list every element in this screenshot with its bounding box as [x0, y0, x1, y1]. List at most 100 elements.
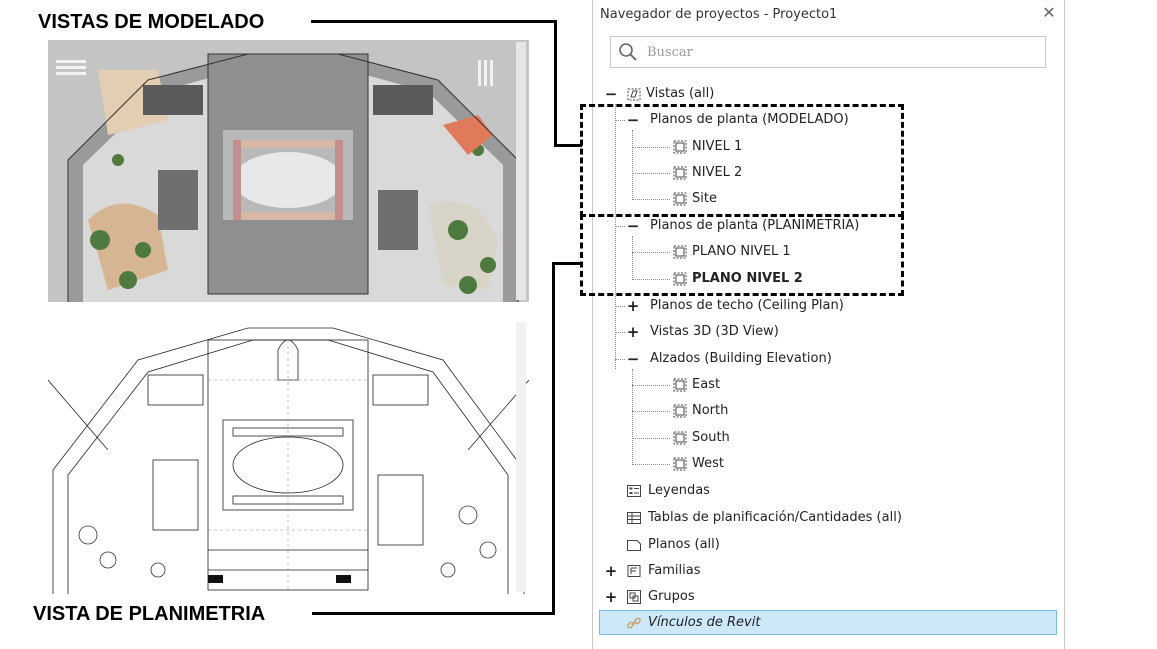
tree-item-label: Vistas 3D (3D View)	[650, 324, 779, 339]
expand-toggle[interactable]: +	[626, 323, 640, 341]
search-icon	[619, 43, 637, 61]
leader-line-bottom-h1	[312, 612, 555, 615]
tree-item-label: Familias	[648, 563, 701, 578]
tree-item-label: Planos de planta (MODELADO)	[650, 112, 849, 127]
tree-item-north[interactable]: North	[600, 400, 900, 422]
tree-item-label: Grupos	[648, 589, 695, 604]
leader-line-top-h2	[554, 144, 582, 147]
close-button[interactable]: ✕	[1042, 3, 1056, 22]
label-vista-de-planimetria: VISTA DE PLANIMETRIA	[33, 603, 266, 625]
collapse-toggle[interactable]: −	[626, 111, 640, 129]
tree-item-planos-modelado[interactable]: − Planos de planta (MODELADO)	[600, 109, 900, 131]
leader-line-top-v	[554, 20, 557, 147]
view-icon	[673, 431, 687, 445]
view-icon	[627, 88, 641, 101]
tree-item-site[interactable]: Site	[600, 188, 900, 210]
collapse-toggle[interactable]: −	[604, 85, 618, 103]
tree-item-leyendas[interactable]: Leyendas	[600, 480, 900, 502]
tree-item-label: West	[692, 456, 724, 471]
tree-item-vistas[interactable]: − Vistas (all)	[600, 83, 900, 105]
dashed-box-planimetria	[580, 214, 904, 296]
tree-connector	[632, 252, 670, 253]
tree-item-planos[interactable]: Planos (all)	[600, 534, 900, 556]
tree-item-vinculos-selected[interactable]	[599, 610, 1057, 635]
legend-icon	[627, 485, 641, 497]
tree-item-label: PLANO NIVEL 2	[692, 271, 803, 286]
link-icon	[627, 617, 641, 629]
tree-item-east[interactable]: East	[600, 374, 900, 396]
leader-line-bottom-h2	[552, 262, 582, 265]
tree-item-nivel-1[interactable]: NIVEL 1	[600, 136, 900, 158]
tree-connector	[615, 120, 625, 121]
tree-item-label: Planos de planta (PLANIMETRIA)	[650, 218, 860, 233]
tree-item-vistas-3d[interactable]: + Vistas 3D (3D View)	[600, 321, 900, 343]
tree-connector	[632, 236, 633, 280]
tree-item-grupos[interactable]: + Grupos	[600, 586, 900, 608]
tree-item-label: Site	[692, 191, 717, 206]
tree-connector	[615, 306, 625, 307]
tree-connector	[632, 147, 670, 148]
tree-item-label: Vistas (all)	[646, 86, 715, 101]
tree-item-label: Vínculos de Revit	[648, 615, 761, 630]
planimetria-plan-image	[48, 320, 529, 594]
view-icon	[673, 192, 687, 206]
tree-connector	[632, 385, 670, 386]
dashed-box-modelado	[580, 104, 904, 217]
tree-item-planos-planimetria[interactable]: − Planos de planta (PLANIMETRIA)	[600, 215, 900, 237]
view-icon	[673, 404, 687, 418]
sheet-icon	[627, 540, 641, 551]
tree-connector	[615, 359, 625, 360]
tree-connector	[615, 226, 625, 227]
expand-toggle[interactable]: +	[604, 588, 618, 606]
schedule-icon	[627, 512, 641, 524]
tree-item-planos-techo[interactable]: + Planos de techo (Ceiling Plan)	[600, 295, 900, 317]
view-icon	[673, 245, 687, 259]
tree-item-tablas[interactable]: Tablas de planificación/Cantidades (all)	[600, 507, 960, 529]
leader-line-top-h1	[311, 20, 557, 23]
tree-connector	[632, 279, 670, 280]
view-icon	[673, 378, 687, 392]
view-icon	[673, 140, 687, 154]
tree-item-label: PLANO NIVEL 1	[692, 244, 791, 259]
tree-item-label: South	[692, 430, 730, 445]
tree-item-vinculos[interactable]: Vínculos de Revit	[600, 612, 900, 634]
tree-connector	[632, 438, 670, 439]
tree-item-label: East	[692, 377, 721, 392]
label-vistas-de-modelado: VISTAS DE MODELADO	[38, 11, 265, 33]
tree-connector	[632, 411, 670, 412]
tree-item-alzados[interactable]: − Alzados (Building Elevation)	[600, 348, 900, 370]
modelado-plan-image	[48, 40, 529, 302]
project-browser-panel: Navegador de proyectos - Proyecto1 ✕	[592, 0, 1065, 649]
tree-item-plano-nivel-2[interactable]: PLANO NIVEL 2	[600, 268, 900, 290]
tree-item-label: NIVEL 2	[692, 165, 743, 180]
tree-item-plano-nivel-1[interactable]: PLANO NIVEL 1	[600, 241, 900, 263]
tree-connector	[632, 199, 670, 200]
tree-item-label: North	[692, 403, 729, 418]
tree-item-south[interactable]: South	[600, 427, 900, 449]
tree-connector	[615, 332, 625, 333]
tree-item-nivel-2[interactable]: NIVEL 2	[600, 162, 900, 184]
expand-toggle[interactable]: +	[626, 297, 640, 315]
tree-item-label: Planos (all)	[648, 537, 720, 552]
tree-connector	[632, 464, 670, 465]
collapse-toggle[interactable]: −	[626, 350, 640, 368]
tree-connector	[615, 104, 616, 369]
tree-item-label: Tablas de planificación/Cantidades (all)	[648, 510, 902, 525]
search-input[interactable]	[647, 41, 1037, 63]
tree-connector	[632, 369, 633, 465]
leader-line-bottom-v	[552, 262, 555, 615]
expand-toggle[interactable]: +	[604, 562, 618, 580]
search-box[interactable]	[610, 36, 1046, 68]
tree-item-label: Alzados (Building Elevation)	[650, 351, 832, 366]
tree-connector	[632, 130, 633, 200]
view-icon	[673, 457, 687, 471]
view-icon	[673, 272, 687, 286]
tree-item-label: NIVEL 1	[692, 139, 743, 154]
view-icon	[673, 166, 687, 180]
group-icon	[627, 590, 641, 604]
family-icon	[627, 565, 641, 577]
collapse-toggle[interactable]: −	[626, 217, 640, 235]
tree-item-familias[interactable]: + Familias	[600, 560, 900, 582]
tree-item-label: Planos de techo (Ceiling Plan)	[650, 298, 844, 313]
tree-item-west[interactable]: West	[600, 453, 900, 475]
